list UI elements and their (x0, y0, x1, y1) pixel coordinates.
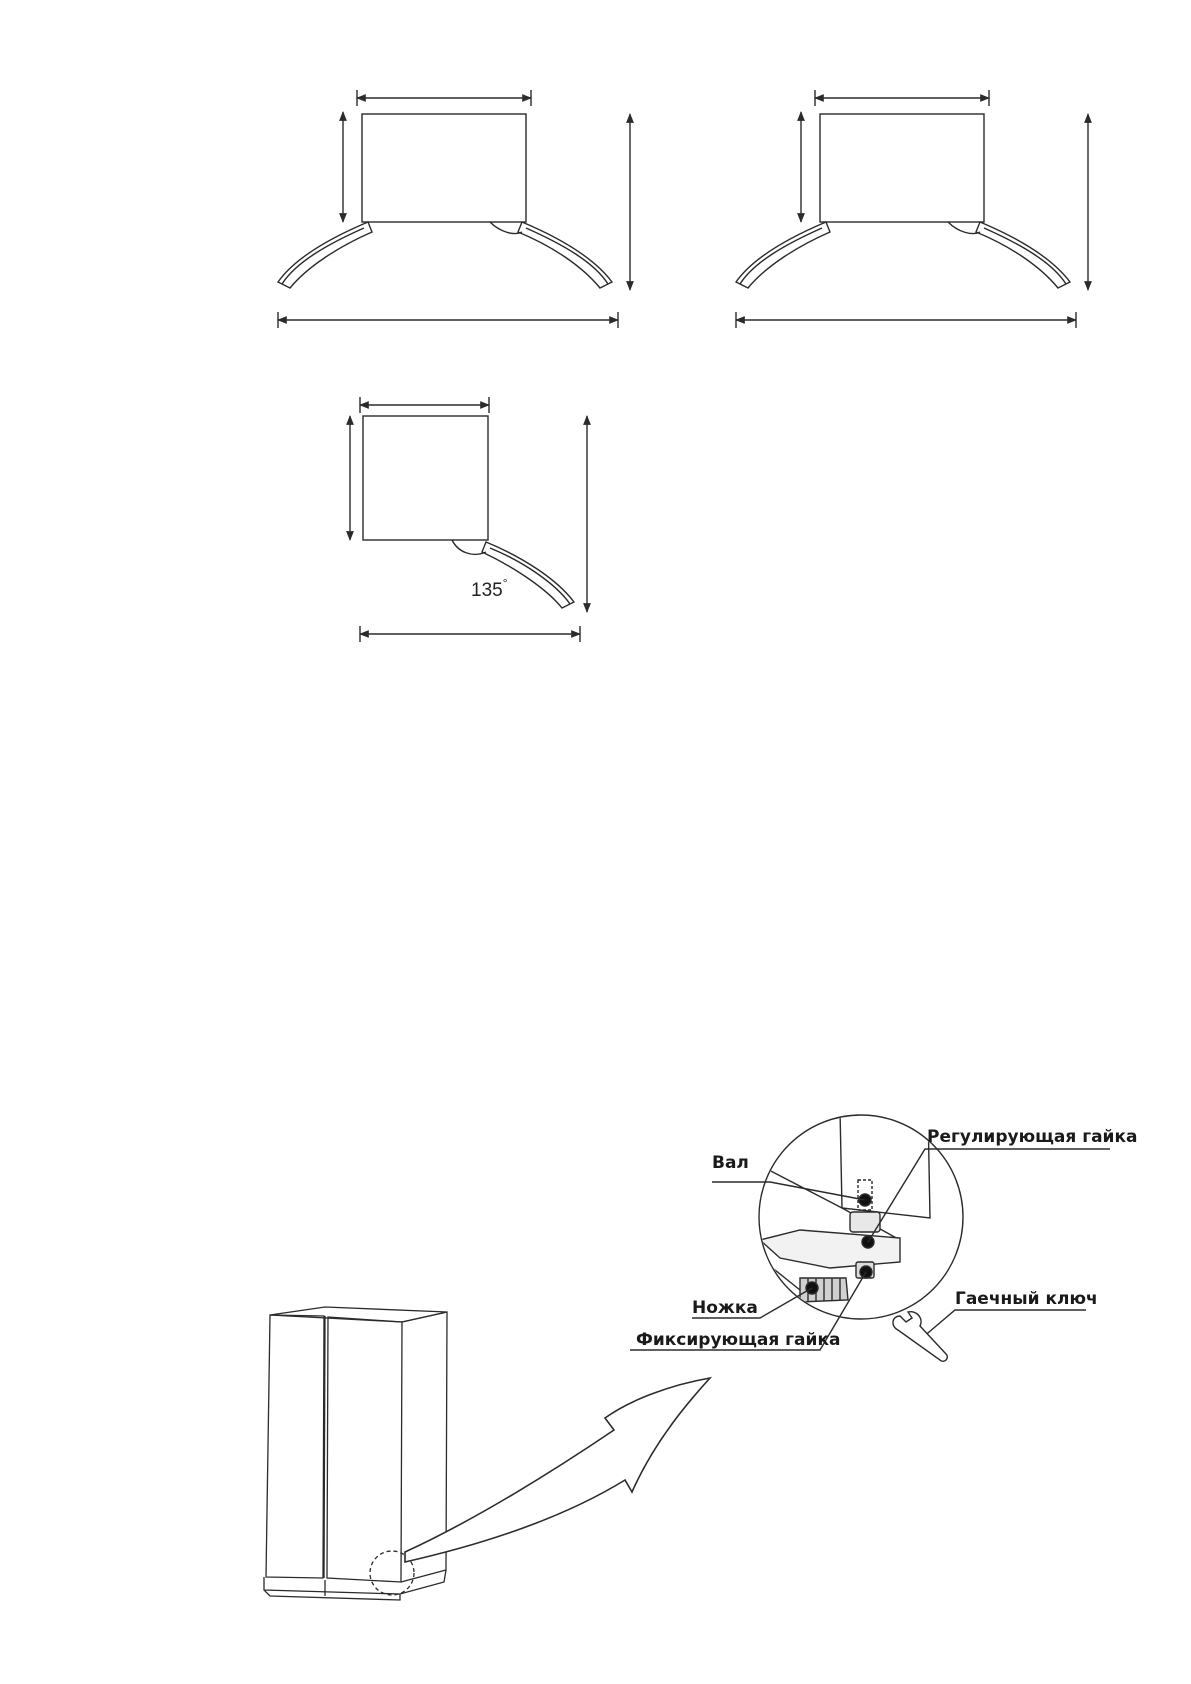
fridge-body-topview (819, 113, 985, 223)
fridge-body-topview (362, 415, 489, 541)
leader-adjusting-nut (867, 1148, 1110, 1243)
left-door-open (276, 221, 373, 289)
label-wrench: Гаечный ключ (955, 1289, 1098, 1309)
door-clearance-diagram-left (276, 90, 634, 328)
wrench-icon (892, 1311, 949, 1363)
side-by-side-fridge-drawing (263, 1306, 448, 1601)
leveling-foot-detail (630, 1114, 1110, 1351)
fridge-top (269, 1306, 448, 1323)
left-door-inner (739, 227, 823, 285)
fridge-base (263, 1569, 447, 1601)
door-gap-line (323, 1315, 326, 1579)
fridge-side (400, 1311, 448, 1583)
label-foot: Ножка (692, 1298, 758, 1318)
label-shaft: Вал (712, 1153, 749, 1173)
door-clearance-diagram-right (734, 90, 1092, 328)
right-door-open (517, 221, 614, 289)
left-door-open (734, 221, 831, 289)
right-door-inner (525, 227, 609, 285)
leader-shaft (712, 1181, 866, 1201)
curved-arrow-icon (404, 1376, 713, 1564)
door-angle-value: 135 (471, 580, 503, 601)
zoom-circle-icon (369, 1550, 415, 1596)
shaft-part (857, 1179, 873, 1211)
door-inner (489, 547, 571, 605)
detail-circle (758, 1114, 964, 1320)
left-door-inner (281, 227, 365, 285)
leader-foot (692, 1287, 813, 1319)
swing-arc (451, 539, 487, 556)
door-open (481, 541, 576, 609)
door-angle-unit: ° (503, 576, 508, 590)
leader-locking-nut (630, 1271, 867, 1351)
fridge-right-door (326, 1316, 403, 1583)
right-door-open (975, 221, 1072, 289)
fridge-corner-detail (764, 1116, 931, 1219)
fridge-body-topview (361, 113, 527, 223)
right-door-inner (983, 227, 1067, 285)
label-locking-nut: Фиксирующая гайка (636, 1330, 840, 1350)
swing-arc (947, 221, 981, 235)
label-adjusting-nut: Регулирующая гайка (927, 1127, 1137, 1147)
fridge-left-door (265, 1314, 325, 1579)
door-clearance-diagram-single (346, 397, 591, 642)
bracket-part (760, 1229, 901, 1269)
leader-wrench (921, 1309, 1086, 1339)
door-angle-label: 135° (471, 576, 508, 601)
swing-arc (489, 221, 523, 235)
